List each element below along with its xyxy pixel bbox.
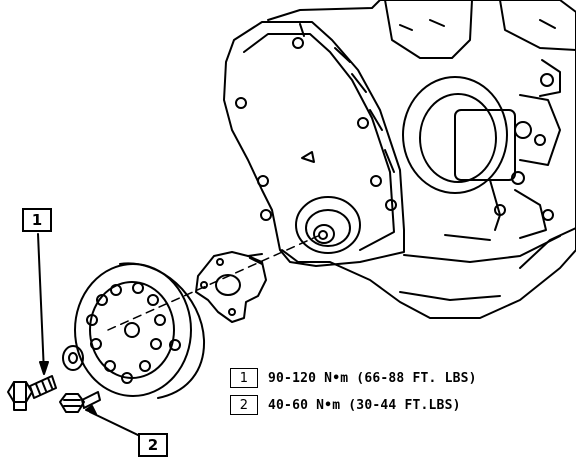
callout-2-leader [89,411,141,437]
hub-bolt [59,391,101,413]
pulley-center-bolt [7,375,57,411]
timing-cover [223,21,405,267]
callout-2-box: 2 [138,433,168,457]
torque-legend-row-1: 1 90-120 N•m (66-88 FT. LBS) [230,367,477,389]
legend-number-2: 2 [230,395,258,415]
engine-block [267,0,576,319]
callout-1-leader [37,233,45,374]
callout-1-box: 1 [22,208,52,232]
callout-2-arrowhead [85,405,97,415]
torque-legend-row-2: 2 40-60 N•m (30-44 FT.LBS) [230,394,461,416]
legend-spec-1: 90-120 N•m (66-88 FT. LBS) [268,370,477,386]
legend-spec-2: 40-60 N•m (30-44 FT.LBS) [268,397,461,413]
legend-number-1: 1 [230,368,258,388]
washer [62,345,84,371]
crankshaft-pulley [74,262,206,399]
callout-2-label: 2 [147,436,159,454]
callout-1-label: 1 [31,211,43,229]
callout-1-arrowhead [39,361,49,375]
assembly-centerline [107,235,319,331]
crankshaft-hub [195,251,267,323]
engine-access-hole [402,76,508,194]
